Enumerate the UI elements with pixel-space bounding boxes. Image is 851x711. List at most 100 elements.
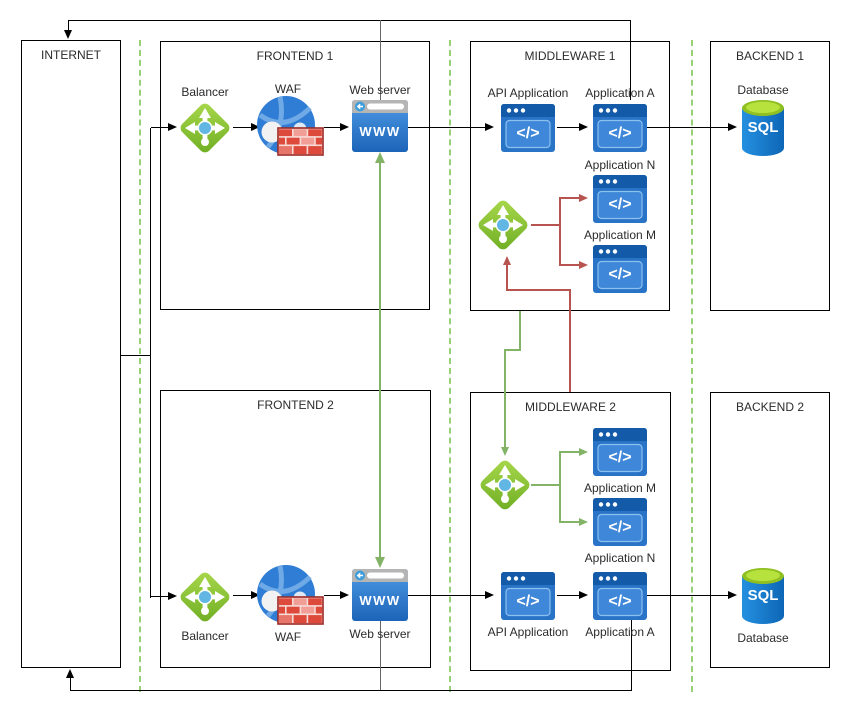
web-server-label-frontend-1: Web server	[349, 83, 411, 97]
application-n-label-middleware-1: Application N	[584, 158, 656, 172]
arrowhead	[579, 122, 588, 131]
arrowhead	[485, 122, 494, 131]
arrowhead	[251, 122, 260, 131]
waf-icon-frontend-2	[256, 564, 324, 626]
arrowhead	[66, 669, 74, 678]
return-line-top-drop	[68, 21, 69, 31]
arrowhead	[340, 590, 349, 599]
arrow-waf1-to-webserver1	[324, 127, 340, 128]
www-text: WWW	[359, 593, 401, 608]
green-arrow-to-appN2	[560, 521, 579, 523]
arrowhead	[579, 590, 588, 599]
arrow-balancer2-to-waf2	[233, 595, 251, 596]
application-m-label-middleware-1: Application M	[583, 228, 657, 242]
green-arrow-to-appM2	[560, 451, 579, 453]
failover-red-riser	[569, 290, 571, 392]
return-line-top-riser	[630, 21, 631, 100]
sync-arrow-web-servers	[379, 162, 381, 558]
zone-internet: INTERNET	[21, 40, 121, 668]
code-glyph: </>	[516, 593, 540, 610]
arrowhead	[64, 30, 72, 39]
load-balancer-icon-middleware-1	[475, 197, 531, 253]
arrowhead	[579, 193, 588, 202]
code-glyph: </>	[608, 266, 632, 283]
return-line-bottom-rise	[70, 678, 71, 690]
zone-backend-1: BACKEND 1	[710, 41, 830, 311]
zone-backend-2: BACKEND 2	[710, 392, 830, 668]
sql-text: SQL	[747, 587, 779, 604]
arrowhead	[168, 122, 177, 131]
failover-green-drop	[519, 311, 521, 351]
application-a-label-middleware-1: Application A	[585, 86, 655, 100]
zone-title: BACKEND 1	[735, 49, 805, 63]
web-server-label-frontend-2: Web server	[349, 627, 411, 641]
return-line-bottom-riser	[631, 620, 632, 690]
waf-label-frontend-1: WAF	[274, 82, 302, 96]
zone-title: FRONTEND 1	[256, 49, 334, 63]
arrowhead	[485, 590, 494, 599]
api-application-label-middleware-1: API Application	[487, 86, 569, 100]
red-balancer1-branch	[531, 224, 561, 226]
red-arrow-to-appN1	[560, 197, 579, 199]
arrow-waf2-to-webserver2	[324, 595, 340, 596]
arrow-api1-to-appA1	[557, 127, 579, 128]
arrowhead	[728, 590, 737, 599]
return-line-top	[68, 20, 631, 21]
arrow-appA2-to-database2	[647, 595, 728, 596]
return-line-bottom	[70, 690, 632, 691]
load-balancer-icon-frontend-2	[177, 569, 233, 625]
webserver1-return-link	[380, 20, 381, 100]
zone-title: INTERNET	[41, 48, 101, 62]
arrow-balancer1-to-waf1	[233, 127, 251, 128]
database-label-backend-1: Database	[737, 83, 789, 97]
load-balancer-icon-middleware-2	[477, 457, 533, 513]
arrowhead	[168, 591, 177, 600]
red-balancer1-split	[559, 197, 561, 266]
green-balancer2-split	[559, 451, 561, 523]
zone-frontend-1: FRONTEND 1	[160, 41, 430, 310]
code-glyph: </>	[608, 449, 632, 466]
failover-green-jog	[504, 349, 520, 351]
arrow-internet-to-balancer-2	[151, 596, 169, 597]
application-m-label-middleware-2: Application M	[583, 481, 657, 495]
failover-green-down	[504, 349, 506, 447]
sql-text: SQL	[747, 119, 779, 136]
red-arrow-to-appM1	[560, 264, 579, 266]
arrowhead	[500, 447, 509, 456]
code-glyph: </>	[608, 125, 632, 142]
waf-label-frontend-2: WAF	[274, 630, 302, 644]
arrow-appA1-to-database1	[647, 127, 728, 128]
code-glyph: </>	[608, 196, 632, 213]
arrowhead	[340, 122, 349, 131]
zone-title: MIDDLEWARE 2	[525, 400, 616, 414]
zone-separator	[691, 40, 693, 692]
load-balancer-icon-frontend-1	[177, 100, 233, 156]
arrowhead	[374, 152, 385, 163]
webserver2-return-link	[380, 620, 381, 690]
code-glyph: </>	[516, 125, 540, 142]
arrow-api2-to-appA2	[557, 595, 579, 596]
failover-red-up	[506, 265, 508, 290]
application-a-label-middleware-2: Application A	[585, 625, 655, 639]
arrowhead	[579, 517, 588, 526]
application-n-label-middleware-2: Application N	[584, 551, 656, 565]
arrowhead	[251, 590, 260, 599]
arrowhead	[502, 256, 511, 265]
database-label-backend-2: Database	[737, 631, 789, 645]
zone-separator	[449, 40, 451, 692]
waf-icon-frontend-1	[256, 95, 324, 157]
connector-internet-trunk	[150, 128, 151, 598]
arrowhead	[374, 557, 385, 568]
code-glyph: </>	[608, 593, 632, 610]
code-glyph: </>	[608, 519, 632, 536]
connector-internet-stub	[121, 355, 151, 356]
zone-title: MIDDLEWARE 1	[524, 49, 616, 63]
arrow-webserver1-to-api1	[408, 127, 485, 128]
balancer-label-frontend-2: Balancer	[181, 629, 229, 643]
www-text: WWW	[359, 124, 401, 139]
arrowhead	[728, 122, 737, 131]
api-application-label-middleware-2: API Application	[487, 625, 569, 639]
arrow-internet-to-balancer-1	[151, 127, 169, 128]
zone-separator	[139, 40, 141, 692]
